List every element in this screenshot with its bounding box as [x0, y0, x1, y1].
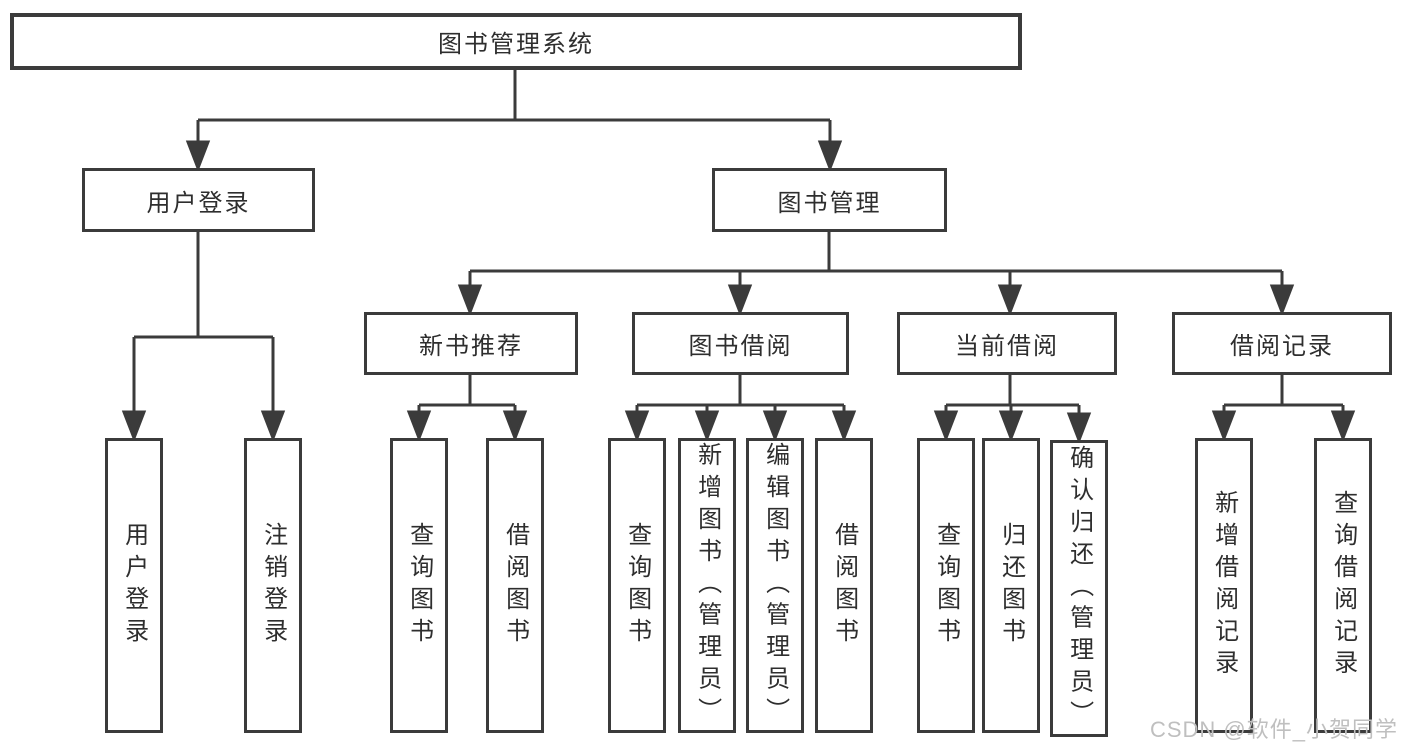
node-user-login-label: 用户登录: [146, 189, 251, 217]
leaf-confirm-return-admin: 确认归还（管理员）: [1050, 440, 1108, 737]
connector-current-borrowing-branch: [933, 375, 1092, 445]
leaf-logout: 注销登录: [244, 438, 302, 733]
leaf-add-book-admin-label: 新增图书（管理员）: [693, 441, 721, 730]
node-new-book-recommend: 新书推荐: [364, 312, 578, 375]
node-book-management: 图书管理: [712, 168, 947, 232]
leaf-user-login-label: 用户登录: [120, 521, 148, 650]
leaf-query-books-recommend-label: 查询图书: [405, 521, 433, 650]
node-book-management-label: 图书管理: [777, 189, 882, 217]
node-root-label: 图书管理系统: [438, 31, 594, 58]
node-current-borrowing: 当前借阅: [897, 312, 1117, 375]
leaf-borrow-books-recommend: 借阅图书: [486, 438, 544, 733]
leaf-add-book-admin: 新增图书（管理员）: [678, 438, 736, 733]
csdn-watermark: CSDN @软件_小贺同学: [1149, 717, 1398, 742]
leaf-query-books-recommend: 查询图书: [390, 438, 448, 733]
connector-book-management-to-level3: [457, 232, 1295, 317]
node-user-login: 用户登录: [82, 168, 315, 232]
leaf-edit-book-admin-label: 编辑图书（管理员）: [761, 441, 789, 730]
connector-borrowing-records-branch: [1211, 375, 1356, 443]
leaf-query-books-borrowing: 查询图书: [608, 438, 666, 733]
leaf-borrow-books-recommend-label: 借阅图书: [501, 521, 529, 650]
leaf-return-book: 归还图书: [982, 438, 1040, 733]
node-new-book-recommend-label: 新书推荐: [419, 333, 523, 360]
node-borrowing-records: 借阅记录: [1172, 312, 1392, 375]
leaf-add-borrow-record: 新增借阅记录: [1195, 438, 1253, 733]
node-book-borrowing-label: 图书借阅: [688, 333, 793, 360]
leaf-query-borrow-record-label: 查询借阅记录: [1329, 489, 1357, 682]
leaf-user-login: 用户登录: [105, 438, 163, 733]
leaf-return-book-label: 归还图书: [997, 521, 1025, 650]
connector-book-borrowing-branch: [624, 375, 857, 443]
leaf-confirm-return-admin-label: 确认归还（管理员）: [1065, 444, 1093, 733]
leaf-query-books-current: 查询图书: [917, 438, 975, 733]
node-borrowing-records-label: 借阅记录: [1230, 333, 1334, 360]
leaf-edit-book-admin: 编辑图书（管理员）: [746, 438, 804, 733]
leaf-query-books-current-label: 查询图书: [932, 521, 960, 650]
leaf-borrow-books-borrowing-label: 借阅图书: [830, 521, 858, 650]
node-book-borrowing: 图书借阅: [632, 312, 849, 375]
leaf-add-borrow-record-label: 新增借阅记录: [1210, 489, 1238, 682]
leaf-borrow-books-borrowing: 借阅图书: [815, 438, 873, 733]
leaf-query-borrow-record: 查询借阅记录: [1314, 438, 1372, 733]
connector-new-book-branch: [406, 375, 528, 443]
node-current-borrowing-label: 当前借阅: [955, 333, 1059, 360]
leaf-query-books-borrowing-label: 查询图书: [623, 521, 651, 650]
connector-root-to-level2: [185, 70, 843, 173]
node-root: 图书管理系统: [10, 13, 1022, 70]
connector-user-login-branch: [121, 232, 286, 443]
leaf-logout-label: 注销登录: [259, 521, 287, 650]
